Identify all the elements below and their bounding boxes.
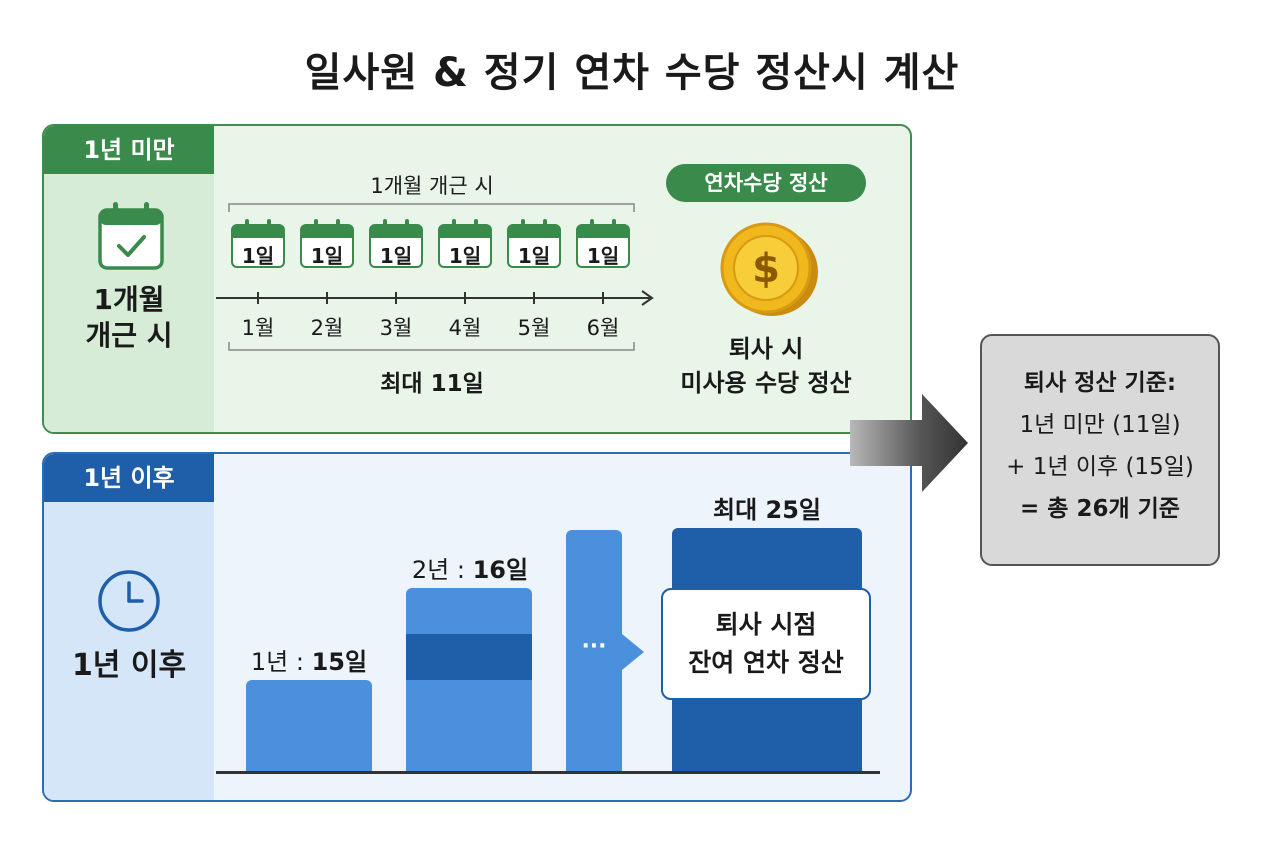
accrual-calendar: 1일 [369,219,423,268]
arrow-right-icon [850,394,968,492]
month-label: 2월 [310,316,344,340]
bar-year1 [246,680,372,772]
side-label-line2: 개근 시 [85,319,173,352]
ellipsis-indicator: ··· [581,634,607,659]
bar-label-year2-prefix: 2년 : [411,556,473,584]
resign-line2: 미사용 수당 정산 [680,369,852,397]
bar-label-year1-prefix: 1년 : [250,648,312,676]
month-label: 1월 [241,316,275,340]
summary-first-year: 1년 미만 (11일) [1019,412,1181,438]
callout-line1: 퇴사 시점 [715,610,817,639]
accrual-day: 1일 [310,244,344,268]
accrual-calendar: 1일 [507,219,561,268]
coin-dollar-icon: $ [720,222,818,316]
month-label: 6월 [586,316,620,340]
baseline [216,771,880,774]
accrual-day: 1일 [241,244,275,268]
accrual-day: 1일 [517,244,551,268]
calendar-check-icon [98,202,164,270]
annual-leave-settlement-button[interactable]: 연차수당 정산 [666,164,866,202]
month-label: 3월 [379,316,413,340]
summary-after-year: + 1년 이후 (15일) [1006,454,1194,480]
accrual-day: 1일 [448,244,482,268]
coin-symbol: $ [752,246,780,292]
timeline-axis [216,290,654,306]
bracket-top-label: 1개월 개근 시 [370,174,494,198]
accrual-calendar: 1일 [231,219,285,268]
bracket-top [228,203,635,212]
side-label-monthly: 1개월 개근 시 [44,282,214,354]
side-label-after-year: 1년 이후 [71,648,187,683]
bar-label-year2: 2년 : 16일 [390,550,550,585]
bar-label-year2-value: 16일 [472,556,529,584]
resign-line1: 퇴사 시 [728,335,804,363]
accrual-day: 1일 [586,244,620,268]
callout-line2: 잔여 연차 정산 [688,648,844,677]
resign-settlement-note: 퇴사 시 미사용 수당 정산 [656,332,876,400]
bar-intermediate [566,530,622,772]
summary-total: = 총 26개 기준 [1020,496,1180,522]
tab-under-one-year: 1년 미만 [44,126,214,174]
accrual-calendar: 1일 [576,219,630,268]
arrow-right-icon [622,634,644,670]
side-label-line1: 1개월 [93,283,165,316]
bracket-bottom [228,342,635,351]
max-first-year-label: 최대 11일 [380,371,484,397]
page-title: 일사원 & 정기 연차 수당 정산시 계산 [304,50,960,96]
accrual-calendar: 1일 [300,219,354,268]
settlement-summary-box: 퇴사 정산 기준: 1년 미만 (11일) + 1년 이후 (15일) = 총 … [980,334,1220,566]
month-label: 4월 [448,316,482,340]
accrual-calendar: 1일 [438,219,492,268]
panel-first-year-side [44,126,214,432]
max-after-year-label: 최대 25일 [713,496,821,524]
summary-title: 퇴사 정산 기준: [1023,370,1177,396]
bar-label-year1: 1년 : 15일 [234,642,384,677]
clock-icon [98,570,160,632]
bar-label-year1-value: 15일 [311,648,368,676]
panel-first-year: 1년 미만 1개월 개근 시 1개월 개근 시 1일 1일 1일 1일 1일 1… [42,124,912,434]
panel-after-year: 1년 이후 1년 이후 1년 : 15일 2년 : 16일 ··· 최대 25일… [42,452,912,802]
bar-year2 [406,588,532,772]
tab-after-one-year: 1년 이후 [44,454,214,502]
accrual-day: 1일 [379,244,413,268]
resign-remaining-callout: 퇴사 시점 잔여 연차 정산 [661,588,871,700]
bar-year2-increment [406,634,532,680]
month-label: 5월 [517,316,551,340]
